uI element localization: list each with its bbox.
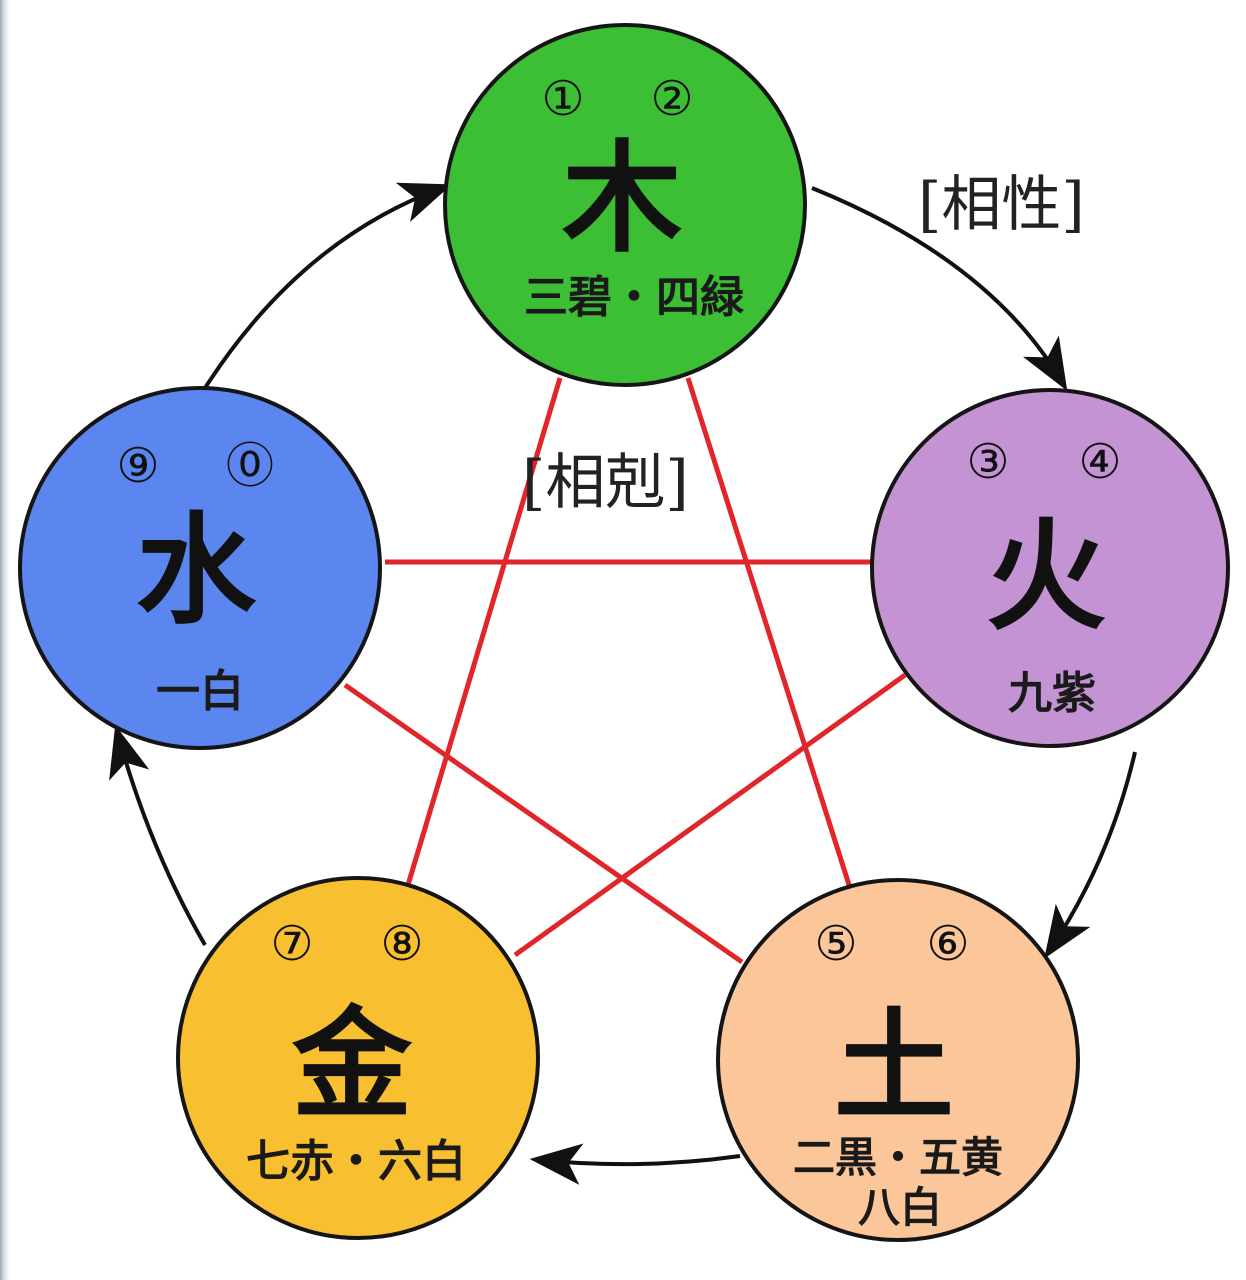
metal-number-left: ⑦	[270, 916, 313, 972]
overcoming-label: [相剋]	[522, 448, 689, 518]
fire-number-right: ④	[1078, 434, 1121, 490]
overcoming-line-wood-metal	[405, 377, 563, 886]
metal-character: 金	[291, 994, 413, 1135]
generating-label: [相性]	[918, 170, 1085, 240]
earth-stars: 二黒・五黄	[793, 1133, 1003, 1182]
wood-circle	[443, 23, 807, 387]
generating-arrow-earth-metal	[529, 1143, 741, 1185]
water-stars: 一白	[156, 666, 244, 717]
water-number-left: ⑨	[116, 438, 159, 494]
element-wood: ① ② 木 三碧・四緑	[443, 23, 807, 387]
water-number-right: ⓪	[226, 438, 274, 494]
generating-arrow-metal-water	[109, 724, 207, 947]
earth-character: 土	[834, 996, 954, 1137]
wood-number-left: ①	[541, 71, 584, 127]
water-character: 水	[136, 500, 257, 641]
metal-stars: 七赤・六白	[246, 1136, 466, 1187]
window-left-edge	[0, 0, 10, 1280]
water-circle	[18, 386, 382, 750]
generating-arrow-fire-earth	[1044, 751, 1137, 959]
element-water: ⑨ ⓪ 水 一白	[18, 386, 382, 750]
metal-number-right: ⑧	[380, 916, 423, 972]
earth-number-left: ⑤	[814, 916, 857, 972]
fire-stars: 九紫	[1008, 668, 1096, 719]
generating-arrows	[109, 182, 1137, 1185]
generating-arrow-wood-fire	[811, 186, 1068, 391]
overcoming-line-fire-metal	[513, 672, 907, 958]
overcoming-lines	[343, 377, 907, 965]
wood-character: 木	[562, 128, 682, 269]
earth-number-right: ⑥	[926, 916, 969, 972]
fire-circle	[870, 388, 1230, 748]
fire-character: 火	[986, 506, 1106, 647]
earth-circle	[716, 878, 1080, 1242]
overcoming-line-water-earth	[343, 682, 744, 965]
wood-stars: 三碧・四緑	[524, 272, 745, 323]
element-metal: ⑦ ⑧ 金 七赤・六白	[176, 876, 540, 1240]
earth-stars-second-line: 八白	[858, 1183, 942, 1232]
metal-circle	[176, 876, 540, 1240]
element-earth: ⑤ ⑥ 土 二黒・五黄 八白	[716, 878, 1080, 1242]
element-fire: ③ ④ 火 九紫	[870, 388, 1230, 748]
fire-number-left: ③	[966, 434, 1009, 490]
wood-number-right: ②	[650, 71, 693, 127]
overcoming-line-wood-earth	[685, 377, 853, 889]
generating-arrow-water-wood	[203, 182, 452, 390]
